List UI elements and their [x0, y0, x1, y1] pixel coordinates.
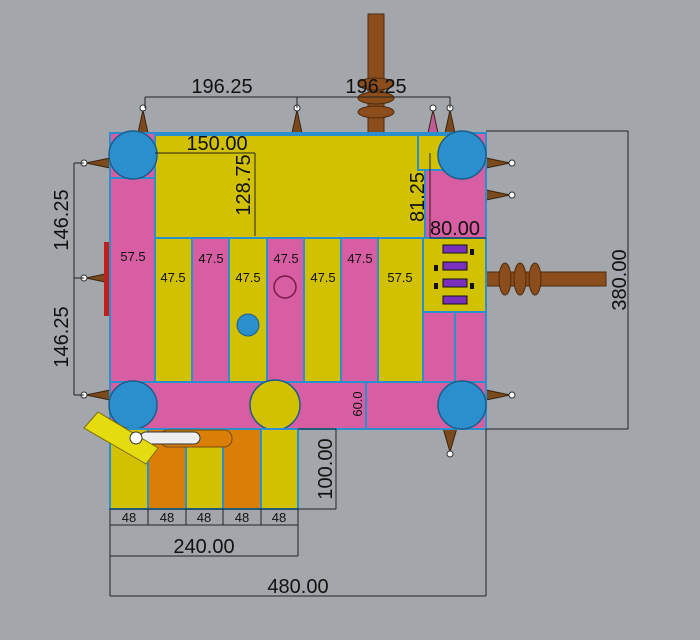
dim-annex-height: 100.00	[315, 438, 337, 499]
annex-slat-label: 48	[122, 510, 136, 525]
dim-left-upper: 146.25	[51, 189, 73, 250]
annex-slat-label: 48	[160, 510, 174, 525]
slat-label: 47.5	[235, 270, 260, 285]
slat-label: 57.5	[120, 249, 145, 264]
dim-total-width: 480.00	[267, 576, 328, 598]
slide	[83, 411, 233, 465]
dim-right-total: 380.00	[609, 249, 631, 310]
right-pole	[483, 262, 607, 296]
corner-post-bottom-left	[108, 380, 158, 430]
slat-label: 47.5	[160, 270, 185, 285]
dim-annex-width: 240.00	[173, 536, 234, 558]
top-pole	[357, 13, 395, 135]
left-red-panel	[104, 242, 112, 316]
annex-slat-label: 48	[235, 510, 249, 525]
slat-grid	[109, 177, 487, 383]
corner-post-top-left	[108, 130, 158, 180]
yellow-post	[249, 379, 301, 431]
corner-post-bottom-right	[437, 380, 487, 430]
dim-platform-width: 150.00	[186, 133, 247, 155]
purple-clips	[434, 244, 474, 305]
dim-left-lower: 146.25	[51, 306, 73, 367]
blue-marker	[236, 313, 260, 337]
slat-label: 47.5	[310, 270, 335, 285]
dim-top-left: 196.25	[191, 76, 252, 98]
hole-marker	[273, 275, 297, 299]
dim-right-block: 80.00	[430, 218, 480, 240]
dimension-lines	[73, 96, 629, 597]
annex-slat-label: 48	[272, 510, 286, 525]
top-platform	[154, 134, 426, 239]
annex-slat-label: 48	[197, 510, 211, 525]
dim-platform-height: 128.75	[233, 154, 255, 215]
slat-label: 57.5	[387, 270, 412, 285]
slat-label: 47.5	[347, 251, 372, 266]
slat-label: 47.5	[198, 251, 223, 266]
dim-top-right: 196.25	[345, 76, 406, 98]
slat-labels: 57.5 47.5 47.5 47.5 47.5 47.5 47.5 57.5 …	[120, 249, 412, 525]
slat-label: 47.5	[273, 251, 298, 266]
dim-notch-height: 81.25	[407, 172, 429, 222]
corner-post-top-right	[437, 130, 487, 180]
dim-walkway: 60.0	[350, 391, 365, 416]
